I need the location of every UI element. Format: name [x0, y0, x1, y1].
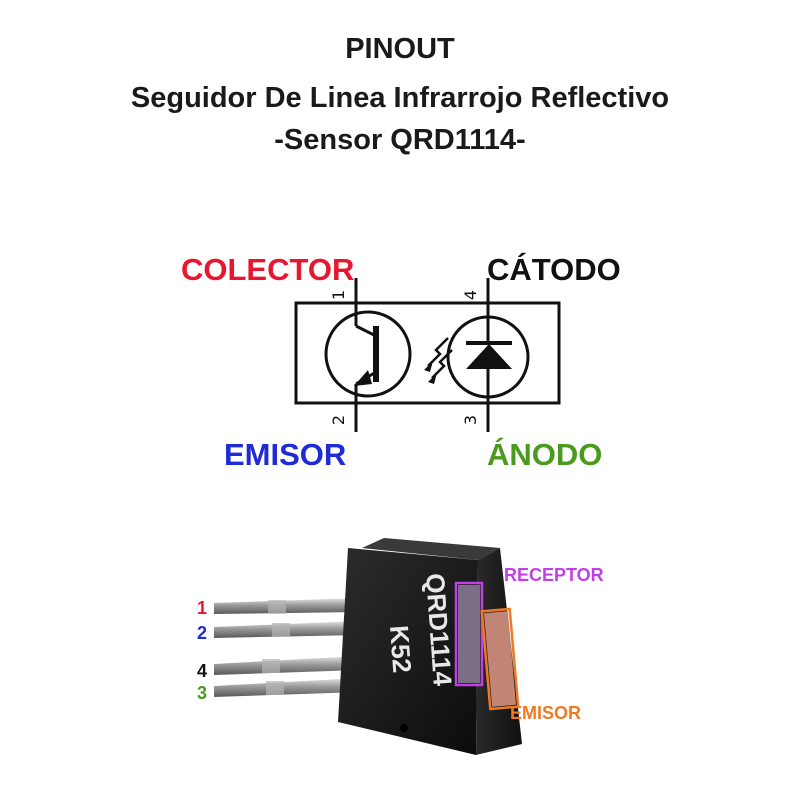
- title-line-1: PINOUT: [345, 33, 455, 65]
- transistor-circle: [324, 310, 412, 398]
- led-symbol: [446, 278, 530, 432]
- photo-pin-2-label: 2: [197, 623, 207, 643]
- schematic-pin-2: 2: [329, 415, 348, 425]
- photo-emitter-label: EMISOR: [510, 703, 581, 723]
- diode-triangle: [466, 344, 512, 369]
- component-top: [362, 538, 500, 560]
- component-illustration: QRD1114 K52 1 2 4 3 RECEPTOR EMISOR: [197, 538, 604, 755]
- component-leads: [214, 598, 360, 697]
- lead-pin-3: [214, 678, 360, 697]
- receptor-label: RECEPTOR: [504, 565, 604, 585]
- light-arrows: [424, 337, 453, 384]
- schematic: 1 4 2 3 COLECTOR CÁTODO EMISOR ÁNODO: [181, 252, 621, 472]
- collector-label: COLECTOR: [181, 252, 354, 287]
- collector-diagonal: [355, 324, 377, 338]
- schematic-pin-4: 4: [461, 290, 480, 300]
- receptor-window: [458, 585, 480, 683]
- sensor-package-outline: [294, 301, 561, 405]
- mounting-hole: [400, 724, 408, 732]
- receptor-highlight-box: [454, 581, 484, 687]
- emitter-label: EMISOR: [224, 437, 346, 472]
- emitter-window: [483, 611, 517, 707]
- component-front-face: [338, 548, 478, 755]
- schematic-pin-3: 3: [461, 415, 480, 425]
- schematic-pin-1: 1: [329, 290, 348, 300]
- light-arrow-1: [427, 337, 449, 367]
- lead-pin-1: [214, 598, 360, 614]
- light-arrow-2: [431, 349, 453, 379]
- code-marking: K52: [384, 624, 417, 674]
- phototransistor-symbol: [324, 278, 412, 432]
- photo-pin-1-label: 1: [197, 598, 207, 618]
- title-line-2: Seguidor De Linea Infrarrojo Reflectivo: [130, 82, 670, 114]
- title-line-3: -Sensor QRD1114-: [274, 124, 526, 156]
- emitter-arrow: [354, 370, 372, 386]
- anode-label: ÁNODO: [487, 437, 602, 472]
- photo-pin-4-label: 4: [197, 661, 207, 681]
- photo-pin-3-label: 3: [197, 683, 207, 703]
- emitter-highlight-box: [480, 607, 520, 711]
- cathode-label: CÁTODO: [487, 252, 621, 287]
- lead-pin-4: [214, 656, 360, 675]
